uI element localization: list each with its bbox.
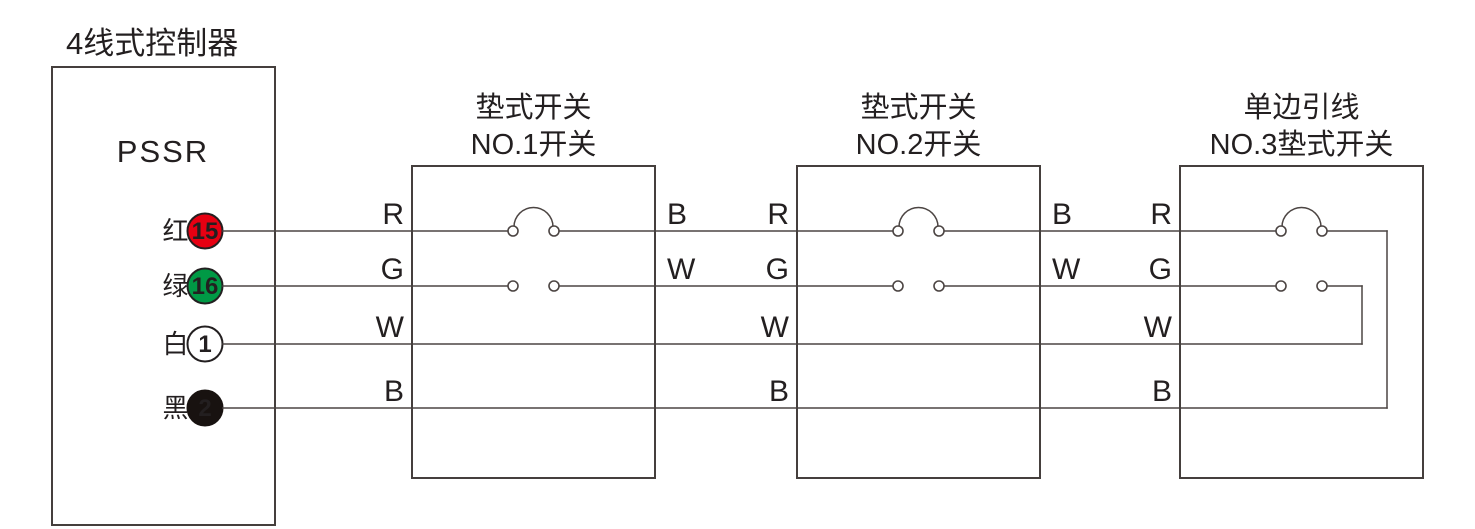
switch-1-right-label-w: W bbox=[667, 253, 696, 286]
switch-3-title-line1: 单边引线 bbox=[1243, 91, 1359, 124]
switch-2-right-label-b: B bbox=[1052, 198, 1072, 231]
controller-title: 4线式控制器 bbox=[66, 26, 238, 61]
switch-3-title-line2: NO.3垫式开关 bbox=[1210, 128, 1394, 161]
terminal-green: 16 bbox=[186, 267, 224, 305]
switch-2-right-label-w: W bbox=[1052, 253, 1081, 286]
switch-1-left-label-w: W bbox=[376, 311, 405, 344]
switch-1-contact bbox=[548, 225, 560, 237]
switch-box-3 bbox=[1179, 165, 1424, 479]
switch-1-contact bbox=[548, 280, 560, 292]
terminal-red: 15 bbox=[186, 212, 224, 250]
switch-1-title-line2: NO.1开关 bbox=[471, 128, 597, 161]
switch-2-contact bbox=[933, 225, 945, 237]
switch-3-contact bbox=[1316, 280, 1328, 292]
switch-box-1 bbox=[411, 165, 656, 479]
switch-2-title-line2: NO.2开关 bbox=[856, 128, 982, 161]
controller-box bbox=[51, 66, 276, 526]
terminal-black-number: 2 bbox=[198, 395, 211, 422]
terminal-red-number: 15 bbox=[192, 218, 219, 245]
terminal-white-name: 白 bbox=[162, 329, 188, 359]
switch-3-contact bbox=[1316, 225, 1328, 237]
terminal-white: 1 bbox=[186, 325, 224, 363]
switch-1-right-label-b: B bbox=[667, 198, 687, 231]
switch-1-contact bbox=[507, 225, 519, 237]
switch-1-bridge-arc bbox=[513, 206, 554, 228]
switch-2-contact bbox=[892, 225, 904, 237]
switch-1-left-label-g: G bbox=[381, 253, 404, 286]
switch-2-bridge-arc bbox=[898, 206, 939, 228]
switch-2-left-label-g: G bbox=[766, 253, 789, 286]
switch-2-contact bbox=[892, 280, 904, 292]
switch-box-2 bbox=[796, 165, 1041, 479]
controller-pssr-label: PSSR bbox=[117, 134, 209, 169]
terminal-green-name: 绿 bbox=[162, 271, 188, 301]
switch-3-bridge-arc bbox=[1281, 206, 1322, 228]
switch-3-contact bbox=[1275, 280, 1287, 292]
switch-3-left-label-r: R bbox=[1150, 198, 1172, 231]
switch-1-title-line1: 垫式开关 bbox=[475, 91, 591, 124]
switch-2-title-line1: 垫式开关 bbox=[860, 91, 976, 124]
switch-2-left-label-b: B bbox=[769, 375, 789, 408]
terminal-green-number: 16 bbox=[192, 273, 219, 300]
switch-3-left-label-w: W bbox=[1144, 311, 1173, 344]
switch-1-left-label-b: B bbox=[384, 375, 404, 408]
switch-3-left-label-b: B bbox=[1152, 375, 1172, 408]
switch-2-left-label-w: W bbox=[761, 311, 790, 344]
terminal-black-name: 黑 bbox=[162, 393, 188, 423]
terminal-red-name: 红 bbox=[162, 216, 188, 246]
terminal-black: 2 bbox=[186, 389, 224, 427]
terminal-white-number: 1 bbox=[198, 331, 211, 358]
switch-1-left-label-r: R bbox=[382, 198, 404, 231]
switch-2-left-label-r: R bbox=[767, 198, 789, 231]
switch-2-contact bbox=[933, 280, 945, 292]
switch-3-contact bbox=[1275, 225, 1287, 237]
switch-1-contact bbox=[507, 280, 519, 292]
switch-3-left-label-g: G bbox=[1149, 253, 1172, 286]
